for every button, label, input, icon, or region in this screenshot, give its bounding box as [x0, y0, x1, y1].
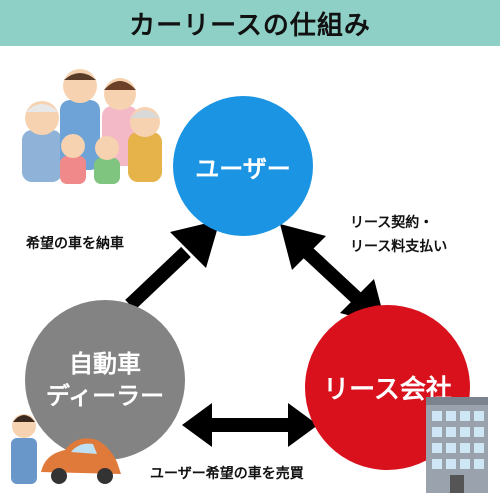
page-title: カーリースの仕組み: [129, 10, 371, 41]
car-icon: [41, 438, 121, 484]
payment-label: リース料支払い: [350, 239, 448, 255]
trade-label: ユーザー希望の車を売買: [150, 466, 304, 482]
deliver-arrow: [125, 220, 220, 311]
title-banner: カーリースの仕組み: [0, 0, 500, 46]
contract-label: リース契約・: [350, 215, 434, 231]
family-member-grandfather: [22, 101, 62, 182]
family-member-child-girl: [60, 134, 86, 184]
user-node: ユーザー: [173, 96, 313, 236]
family-member-child-boy: [94, 136, 120, 184]
trade-arrow: [182, 403, 318, 447]
deliver-label: 希望の車を納車: [26, 236, 124, 252]
user-node-label: ユーザー: [195, 154, 291, 183]
family-member-grandmother: [128, 107, 162, 182]
building-icon: [426, 397, 488, 493]
dealer-node-label-line1: 自動車: [69, 350, 141, 378]
salesman-icon: [11, 414, 37, 484]
dealer-node-label-line2: ディーラー: [45, 382, 165, 410]
family-illustration: [22, 69, 162, 184]
dealer-car-illustration: [11, 414, 121, 484]
dealer-node: 自動車 ディーラー: [25, 300, 185, 460]
